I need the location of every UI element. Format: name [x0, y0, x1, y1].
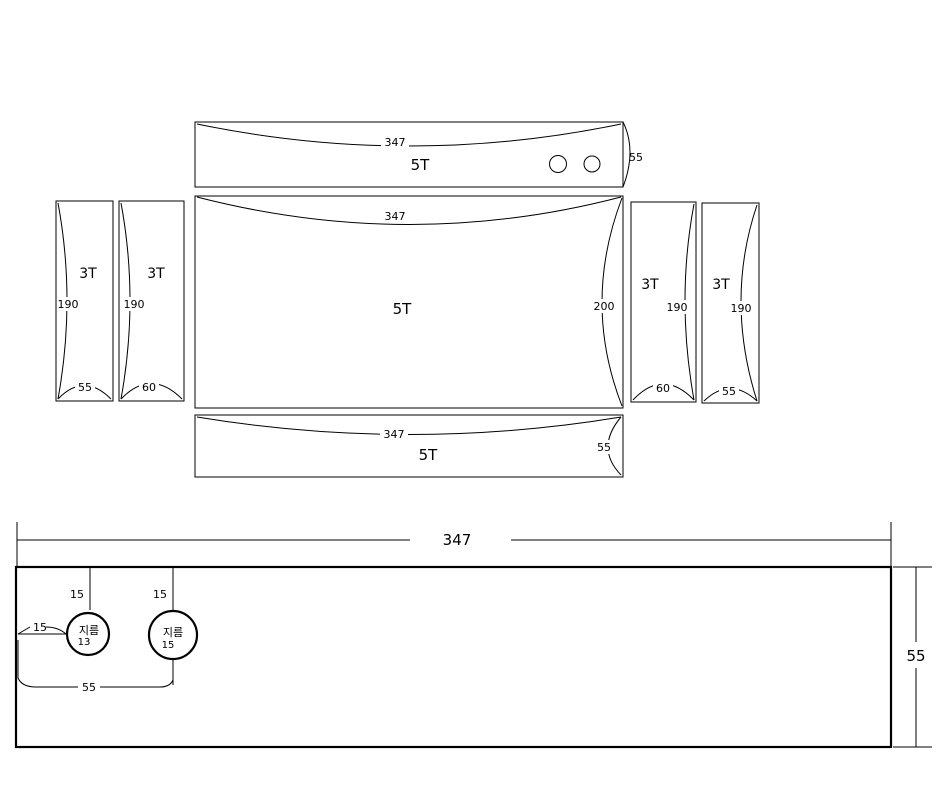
right-side-panel-1-thickness-label: 3T [641, 277, 659, 293]
main-panel: 347 5T 200 [194, 195, 624, 409]
right-side-panel-2-height-label: 190 [731, 302, 752, 315]
hole1-diameter-label: 지름 [79, 624, 99, 637]
bottom-panel-thickness-label: 5T [419, 446, 439, 464]
hole2-diameter-label: 지름 [163, 626, 183, 639]
hole1-vertical-offset-label: 15 [70, 588, 84, 601]
main-panel-outline [194, 195, 624, 409]
left-side-panel-2-width-label: 60 [142, 381, 156, 394]
right-side-panel-1-width-label: 60 [656, 382, 670, 395]
top-panel-thickness-label: 5T [411, 156, 431, 174]
right-side-panel-2: 3T 190 55 [701, 202, 760, 404]
top-panel-hole-1 [549, 155, 567, 173]
top-panel-height-curve [622, 121, 631, 188]
hole1-diameter-value: 13 [78, 637, 91, 648]
hole-horizontal-offset-leader [45, 626, 67, 635]
top-panel-hole-2 [583, 155, 601, 173]
bottom-panel-outline [194, 414, 624, 478]
hole-horizontal-offset-arrow [17, 626, 31, 635]
top-panel-dimension-curve [196, 123, 622, 147]
hole2-vertical-offset-label: 15 [153, 588, 167, 601]
main-panel-thickness-label: 5T [393, 300, 413, 318]
hole-horizontal-offset-label: 15 [33, 621, 47, 634]
top-panel-height-label: 55 [629, 151, 643, 164]
hole1-circle [65, 611, 111, 657]
detail-length-label: 347 [443, 531, 472, 549]
detail-drawing: 347 55 15 15 15 지름 13 지름 15 [14, 522, 932, 749]
right-side-panel-1-height-label: 190 [667, 301, 688, 314]
right-side-panel-2-width-label: 55 [722, 385, 736, 398]
bottom-panel-height-label: 55 [597, 441, 611, 454]
hole2-diameter-value: 15 [162, 640, 175, 651]
main-panel-length-label: 347 [385, 210, 406, 223]
top-panel-length-label: 347 [385, 136, 406, 149]
left-side-panel-1-width-label: 55 [78, 381, 92, 394]
left-side-panel-2: 3T 190 60 [118, 200, 185, 402]
detail-panel-outline [14, 565, 893, 749]
bottom-panel: 347 5T 55 [194, 414, 624, 478]
top-panel: 347 5T 55 [194, 121, 643, 188]
left-side-panel-1-thickness-label: 3T [79, 266, 97, 282]
right-side-panel-2-thickness-label: 3T [712, 277, 730, 293]
left-side-panel-1: 3T 190 55 [55, 200, 114, 402]
detail-height-label: 55 [906, 647, 925, 665]
bottom-panel-length-label: 347 [384, 428, 405, 441]
main-panel-height-label: 200 [594, 300, 615, 313]
hole-spacing-label: 55 [82, 681, 96, 694]
main-panel-length-curve [196, 196, 622, 225]
bottom-panel-dimension-curve [196, 416, 622, 435]
left-side-panel-2-thickness-label: 3T [147, 266, 165, 282]
left-side-panel-2-height-label: 190 [124, 298, 145, 311]
left-side-panel-1-height-label: 190 [58, 298, 79, 311]
top-panel-outline [194, 121, 624, 188]
right-side-panel-1: 3T 190 60 [630, 201, 697, 403]
